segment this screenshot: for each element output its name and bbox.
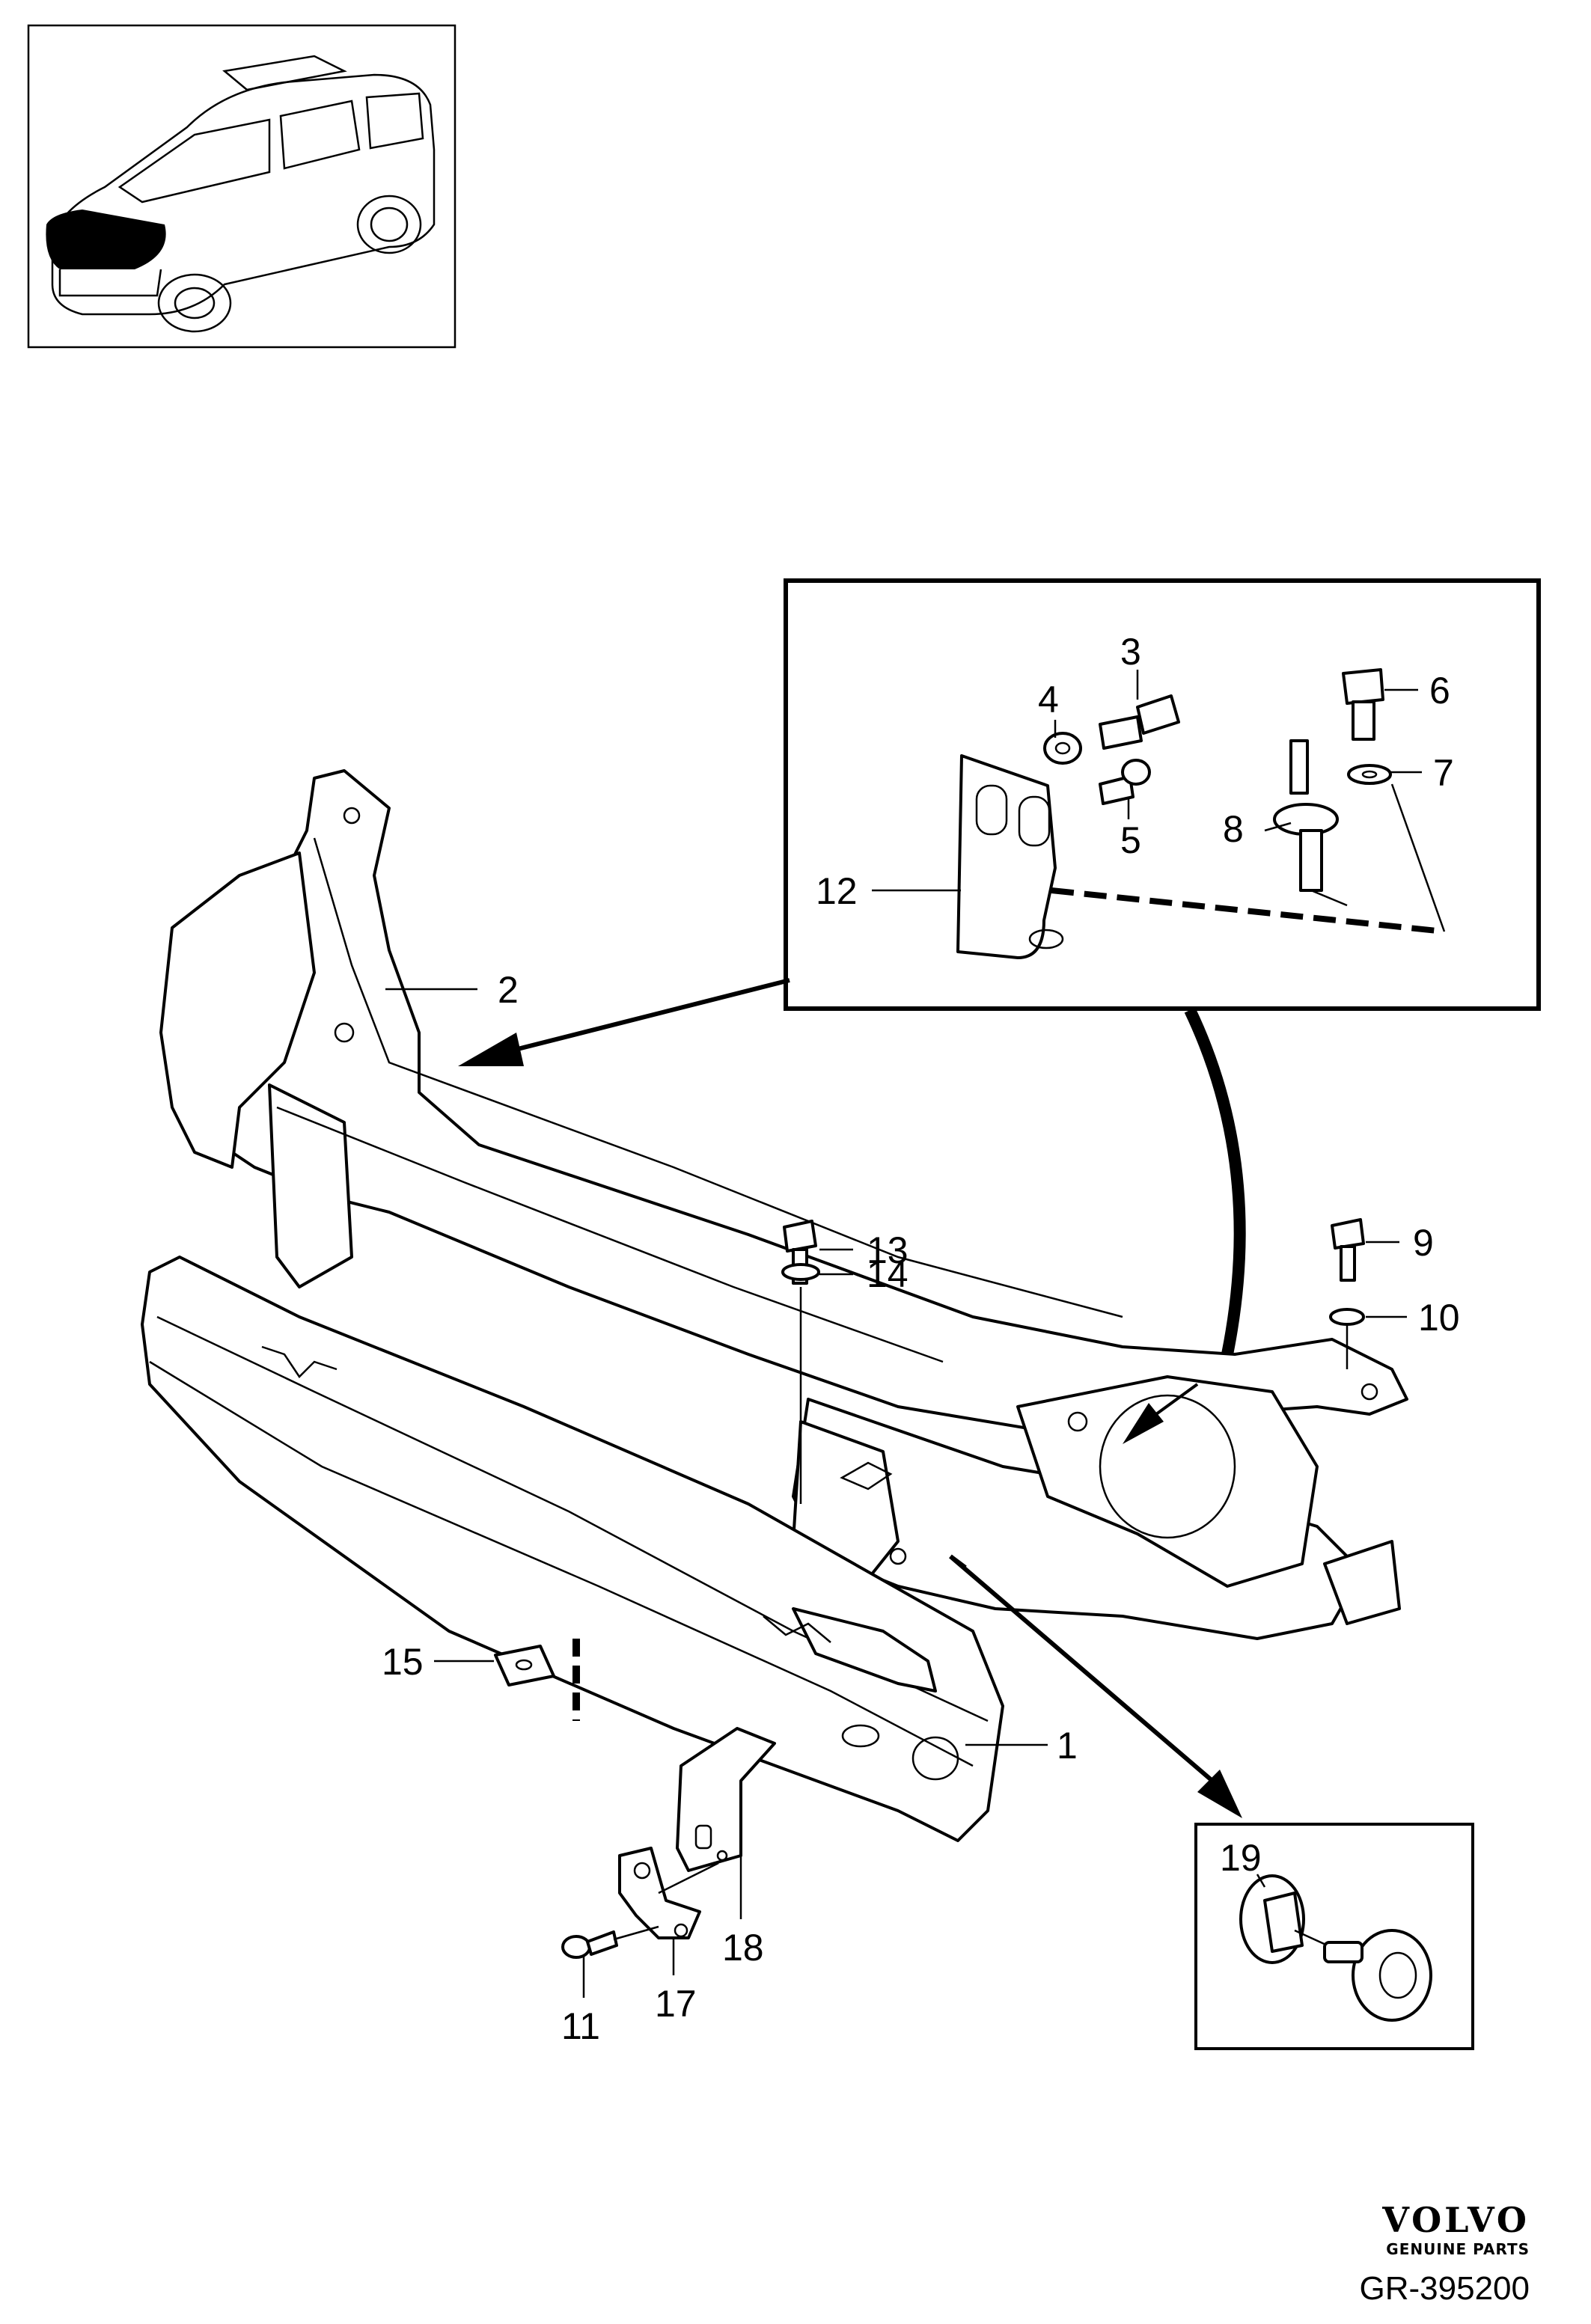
callout-8: 8 [1223,808,1244,850]
brand-logo: VOLVO GENUINE PARTS [1382,2203,1530,2258]
washer-4 [1043,732,1082,765]
callout-9: 9 [1413,1222,1434,1264]
detail-19-box [1194,1823,1474,2050]
push-clip-19 [1239,1874,1432,2022]
inset-connector-arc [1184,1007,1246,1356]
detail-19-arrow-line [949,1554,1214,1783]
brand-tagline: GENUINE PARTS [1386,2240,1530,2258]
washer-14 [781,1263,820,1281]
detail-inset-box [784,578,1541,1011]
callout-2: 2 [498,969,519,1011]
vehicle-locator-thumbnail [27,24,456,349]
callout-17: 17 [655,1983,697,2025]
callout-4: 4 [1038,679,1059,721]
diagram-code: GR-395200 [1359,2270,1530,2307]
bolt-3 [1099,694,1180,750]
washer-10 [1329,1308,1365,1326]
callout-1: 1 [1057,1725,1078,1767]
callout-14: 14 [867,1253,909,1295]
screw-5 [1099,759,1151,805]
bolt-6 [1342,668,1384,741]
bracket-18 [676,1727,776,1872]
leader-lines [385,670,1422,1998]
inner-arrow-head [1123,1403,1164,1444]
clip-15 [494,1645,555,1687]
inset-arrow-line [508,978,790,1054]
suv-sketch [46,55,436,333]
inset-arrow-head [458,1033,524,1066]
callout-13: 13 [867,1229,909,1271]
brand-name: VOLVO [1382,2200,1530,2240]
assembly-dashed-line [1051,887,1445,935]
cross-member-1 [141,1256,1004,1842]
bolt-9 [1331,1218,1365,1282]
callout-labels: 2 3 4 5 6 7 8 12 13 14 9 10 1 15 18 17 1… [382,631,1460,2047]
stud-8 [1273,739,1339,892]
callout-11: 11 [561,2005,600,2047]
bracket-12 [956,754,1064,959]
callout-10: 10 [1418,1297,1460,1339]
callout-12: 12 [816,870,858,912]
callout-18: 18 [722,1927,764,1969]
bolt-11 [561,1930,618,1959]
washer-7 [1347,764,1392,785]
callout-15: 15 [382,1641,424,1683]
callout-3: 3 [1120,631,1141,673]
callout-7: 7 [1433,752,1454,794]
front-panel-2 [159,769,1408,1640]
callout-6: 6 [1429,670,1450,712]
callout-5: 5 [1120,819,1141,861]
callout-19: 19 [1220,1837,1262,1879]
detail-19-arrow-head [1197,1770,1242,1818]
